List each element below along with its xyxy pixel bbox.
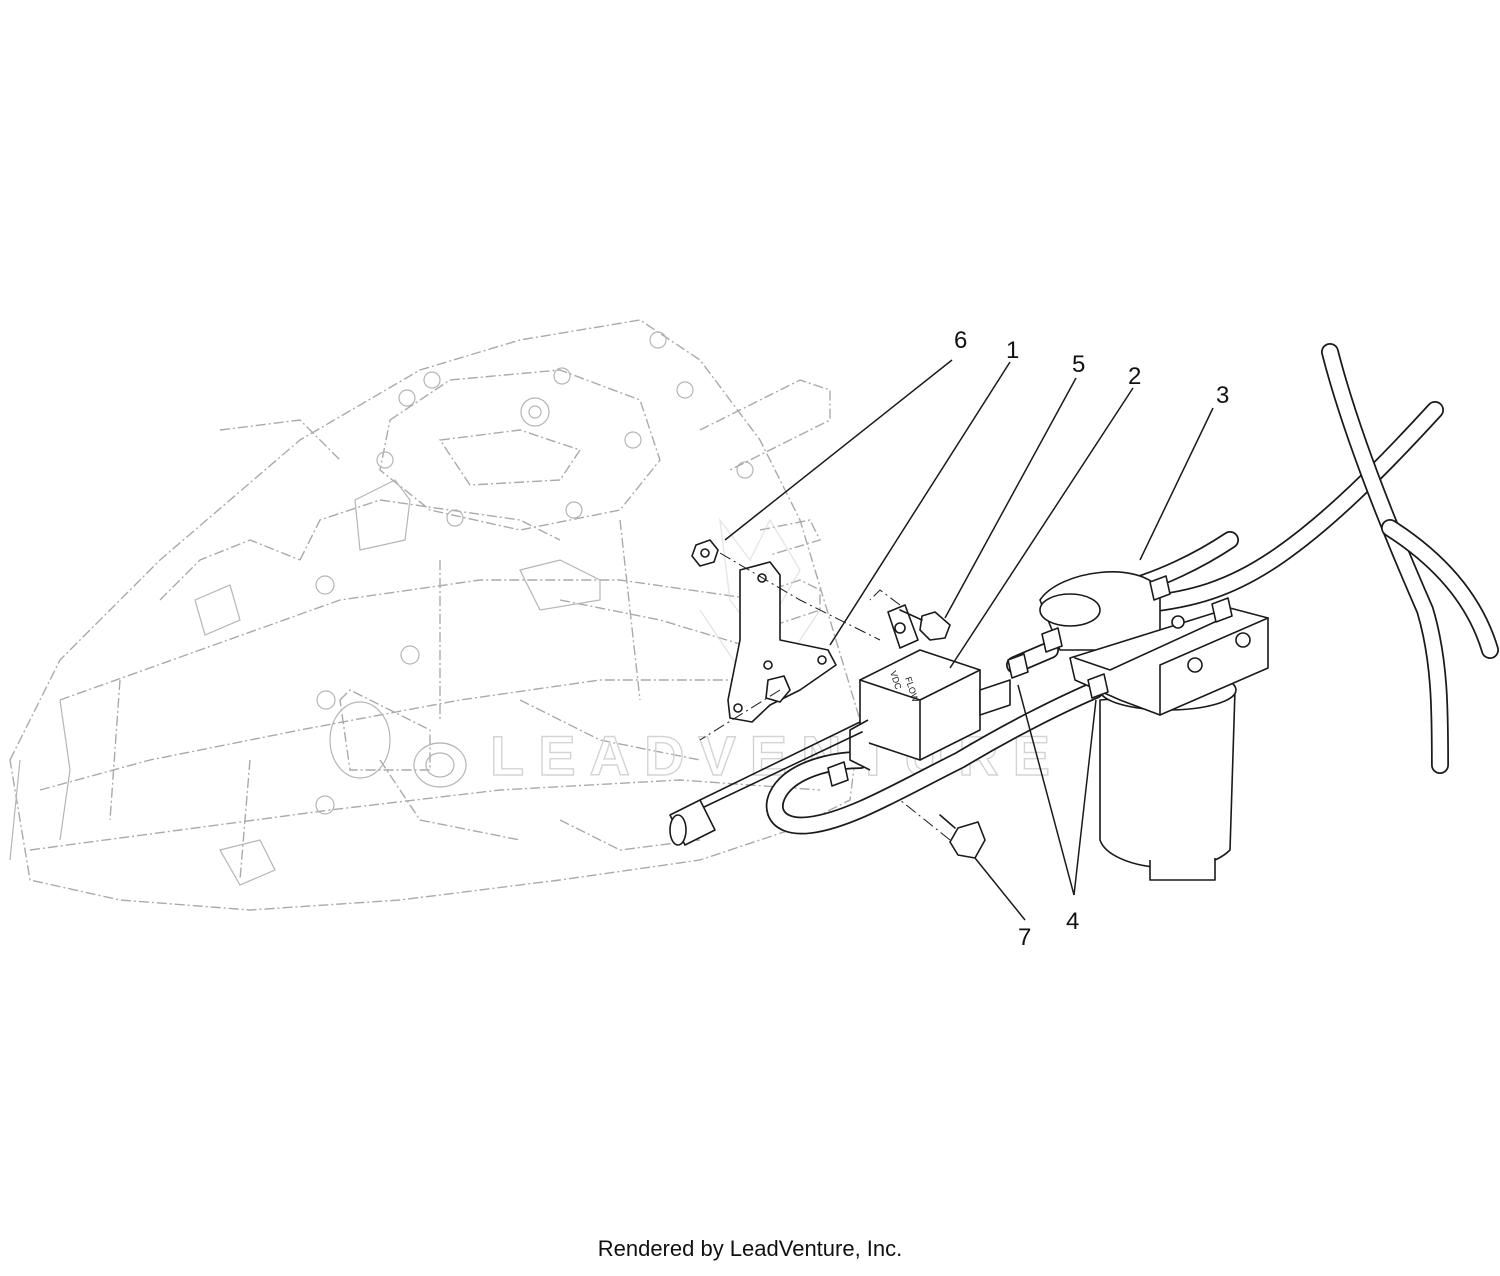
fuel-hoses (765, 343, 1499, 835)
callout-4: 4 (1066, 908, 1079, 935)
callout-7: 7 (1018, 924, 1031, 951)
valve-mounting-bracket (727, 561, 837, 723)
solenoid-valve: FLOW VDC (669, 604, 1011, 846)
lower-bolt (939, 814, 986, 859)
callout-1: 1 (1006, 337, 1019, 364)
valve-screw (899, 609, 951, 641)
flange-nut (691, 539, 719, 567)
callout-2: 2 (1128, 363, 1141, 390)
engine-housing-ghost (9, 319, 861, 911)
hose-clamps (827, 575, 1233, 787)
bracket-bolt (765, 675, 791, 703)
filter-bracket (1069, 607, 1269, 716)
callout-5: 5 (1072, 351, 1085, 378)
render-credit: Rendered by LeadVenture, Inc. (597, 1236, 903, 1261)
callout-leaders (724, 359, 1214, 921)
callout-3: 3 (1216, 382, 1229, 409)
assembly-centerlines (699, 552, 951, 841)
callout-6: 6 (954, 327, 967, 354)
